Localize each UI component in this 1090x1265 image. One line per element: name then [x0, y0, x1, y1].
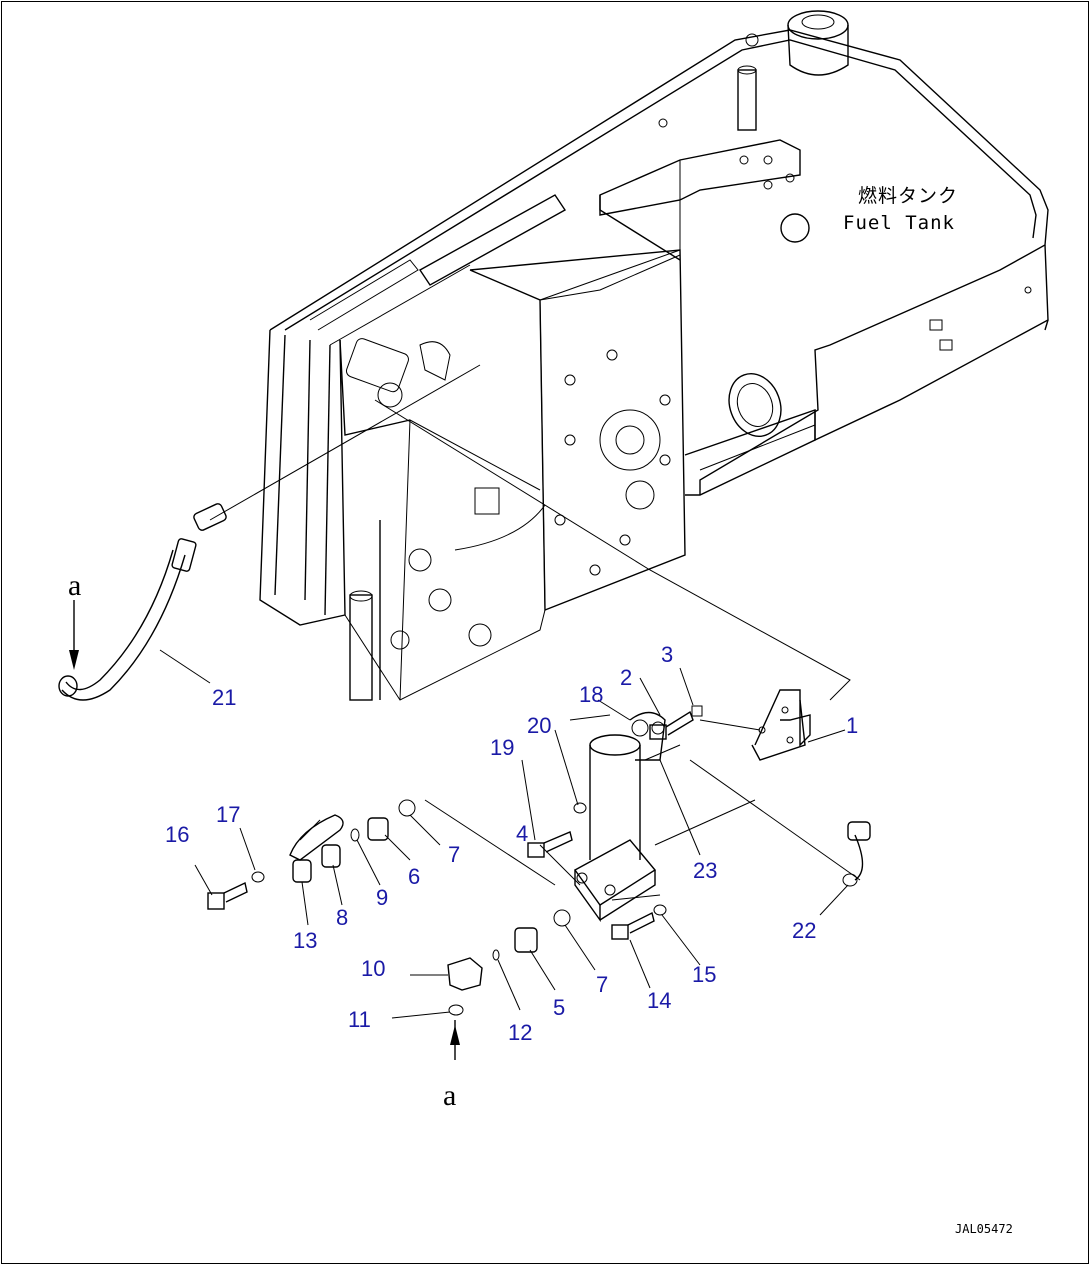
oring-9: [350, 828, 360, 842]
tank-label-jp: 燃料タンク: [858, 185, 958, 207]
fitting-8: [321, 844, 341, 868]
part-number-10: 10: [361, 956, 385, 981]
fitting-13: [292, 859, 312, 883]
part-number-12: 12: [508, 1020, 532, 1045]
part-number-2: 2: [620, 665, 632, 690]
part-number-20: 20: [527, 713, 551, 738]
part-number-17: 17: [216, 802, 240, 827]
part-number-19: 19: [490, 735, 514, 760]
part-number-23: 23: [693, 858, 717, 883]
part-number-15: 15: [692, 962, 716, 987]
washer-3: [691, 705, 703, 717]
washer-15: [653, 904, 667, 916]
pump-assembly-drawing: [207, 689, 871, 1016]
ref-letter-a-top: a: [68, 569, 81, 602]
part-number-22: 22: [792, 918, 816, 943]
part-number-5: 5: [553, 995, 565, 1020]
washer-20: [573, 802, 587, 814]
hose-22: [854, 834, 864, 881]
bolt-19: [527, 831, 573, 858]
bracket-13: [289, 814, 344, 861]
part-number-9: 9: [376, 885, 388, 910]
hose-21-drawing: [58, 503, 227, 701]
part-number-18: 18: [579, 682, 603, 707]
bolt-14: [611, 911, 655, 940]
elbow-10: [447, 957, 483, 991]
part-number-8: 8: [336, 905, 348, 930]
oring-11: [448, 1004, 464, 1016]
part-number-7b: 7: [596, 972, 608, 997]
oring-12: [492, 949, 500, 961]
part-number-4: 4: [516, 821, 528, 846]
part-number-16: 16: [165, 822, 189, 847]
part-number-6: 6: [408, 864, 420, 889]
bolt-16: [207, 881, 248, 910]
label-leaders: [69, 600, 849, 1060]
part-number-13: 13: [293, 928, 317, 953]
oring-7b: [553, 909, 571, 927]
part-number-1: 1: [846, 713, 858, 738]
fuel-tank-drawing: [259, 10, 1049, 701]
tank-label-en: Fuel Tank: [843, 212, 955, 234]
oring-7a: [398, 799, 416, 817]
part-number-21: 21: [212, 685, 236, 710]
part-number-11: 11: [348, 1007, 371, 1032]
fitting-6: [367, 817, 389, 841]
ref-letter-a-bottom: a: [443, 1079, 456, 1112]
fitting-5: [514, 927, 538, 953]
part-number-14: 14: [647, 988, 671, 1013]
bolt-2: [649, 710, 694, 740]
part-number-7a: 7: [448, 842, 460, 867]
drawing-code: JAL05472: [955, 1222, 1013, 1236]
part-number-3: 3: [661, 642, 673, 667]
washer-17: [251, 871, 265, 883]
